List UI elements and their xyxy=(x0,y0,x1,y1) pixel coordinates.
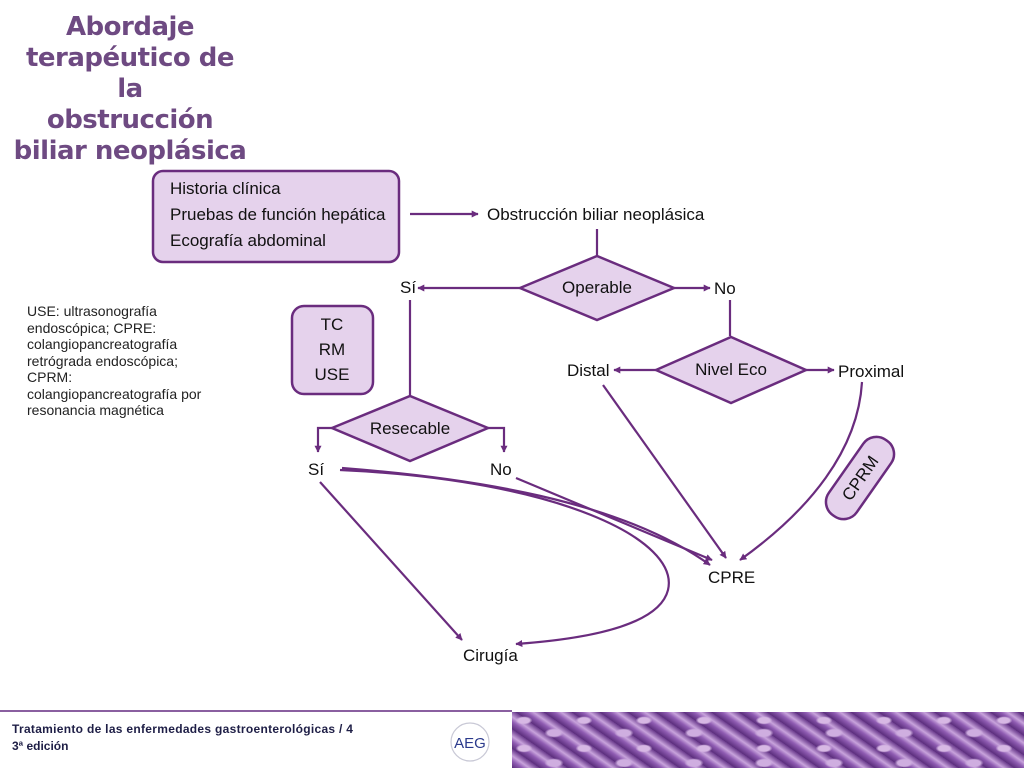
imaging-ct: TC xyxy=(321,315,344,334)
resectable-decision xyxy=(328,394,492,463)
note-line-2: endoscópica; CPRE: xyxy=(27,319,157,336)
operable-label: Operable xyxy=(562,278,632,297)
arrow-yes-to-surgery xyxy=(319,481,463,641)
title-line-2: terapéutico de la xyxy=(25,43,235,104)
note-line-1: USE: ultrasonografía xyxy=(27,303,157,319)
logo-text: AEG xyxy=(454,735,486,752)
start-box-line-3: Ecografía abdominal xyxy=(170,231,326,250)
footer-divider xyxy=(0,710,512,712)
level-label: Nivel Eco xyxy=(695,360,767,379)
arrow-proximal-to-cpre xyxy=(739,381,864,561)
resectable-label: Resecable xyxy=(370,419,450,438)
arrow-resectable-no xyxy=(488,426,508,453)
footer-book-title: Tratamiento de las enfermedades gastroen… xyxy=(12,722,354,736)
arrow-resectable-yes xyxy=(314,426,332,453)
proximal-label: Proximal xyxy=(838,362,904,381)
clinical-history-box xyxy=(151,169,401,264)
title-line-3: obstrucción xyxy=(46,105,214,135)
note-line-5: CPRM: xyxy=(27,369,73,385)
operable-yes-label: Sí xyxy=(400,278,416,297)
note-line-7: resonancia magnética xyxy=(27,402,164,418)
cpre-label: CPRE xyxy=(708,568,755,587)
cprm-box xyxy=(824,435,896,521)
note-line-4: retrógrada endoscópica; xyxy=(27,352,178,369)
footer-texture-image xyxy=(512,712,1024,768)
distal-label: Distal xyxy=(567,361,610,380)
resectable-yes-label: Sí xyxy=(308,460,324,479)
arrow-yes-curve-to-surgery xyxy=(339,468,670,648)
imaging-box xyxy=(290,304,375,396)
level-decision xyxy=(652,335,810,405)
note-line-3: colangiopancreatografía xyxy=(27,336,178,352)
imaging-mri: RM xyxy=(319,340,345,359)
surgery-label: Cirugía xyxy=(463,646,518,665)
operable-decision xyxy=(516,254,678,322)
flowchart: Historia clínica Pruebas de función hepá… xyxy=(151,169,904,665)
abbreviations-note: USE: ultrasonografía endoscópica; CPRE: … xyxy=(27,303,272,419)
obstruction-label: Obstrucción biliar neoplásica xyxy=(487,205,705,224)
footer-edition: 3ª edición xyxy=(12,739,69,753)
resectable-no-label: No xyxy=(490,460,512,479)
aeg-logo-icon: AEG xyxy=(450,722,490,762)
title-line-4: biliar neoplásica xyxy=(13,136,247,166)
note-line-6: colangiopancreatografía por xyxy=(27,385,202,402)
imaging-eus: USE xyxy=(315,365,350,384)
start-box-line-2: Pruebas de función hepática xyxy=(170,205,386,224)
title-line-1: Abordaje xyxy=(65,12,195,42)
page-title: Abordaje terapéutico de la obstrucción b… xyxy=(10,12,250,167)
operable-no-label: No xyxy=(714,279,736,298)
arrow-distal-to-cpre xyxy=(602,384,727,559)
start-box-line-1: Historia clínica xyxy=(170,179,281,198)
